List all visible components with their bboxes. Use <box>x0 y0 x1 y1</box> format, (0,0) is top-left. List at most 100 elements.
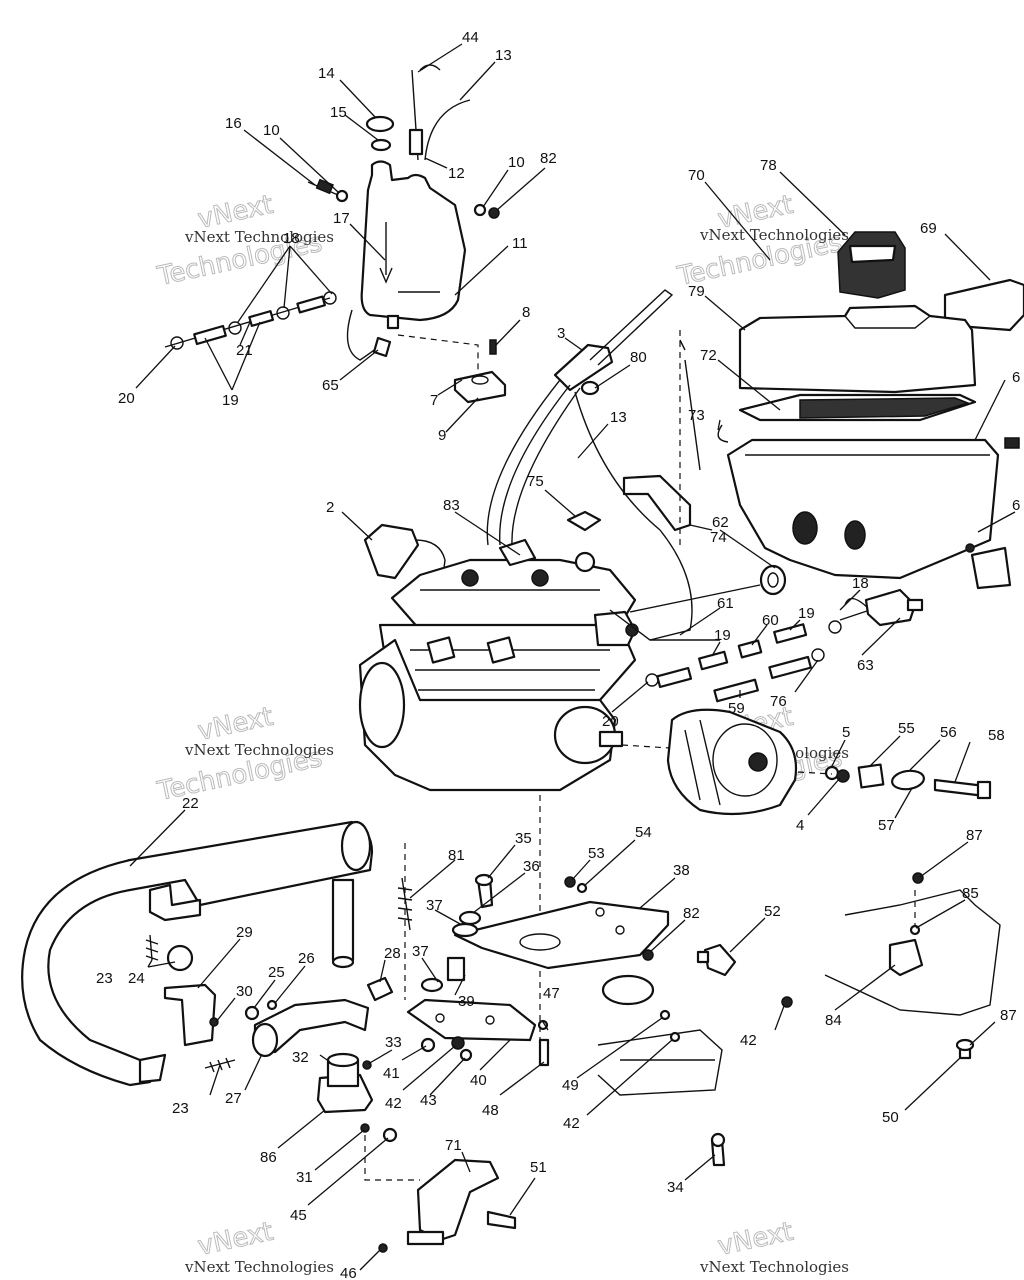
callout-25: 25 <box>268 964 285 981</box>
callout-49: 49 <box>562 1077 579 1094</box>
dipstick-spring <box>408 128 424 156</box>
callout-57: 57 <box>878 817 895 834</box>
spark-plug-cap <box>363 523 420 580</box>
callout-52: 52 <box>764 903 781 920</box>
callout-46: 51 <box>530 1159 547 1176</box>
air-box-assembly <box>622 231 1024 596</box>
callout-76: 76 <box>770 693 787 710</box>
callout-59: 59 <box>728 700 745 717</box>
callout-23b: 23 <box>172 1100 189 1117</box>
callout-72: 72 <box>700 347 717 364</box>
callout-75: 75 <box>527 473 544 490</box>
callout-82b: 82 <box>683 905 700 922</box>
callout-10a: 10 <box>263 122 280 139</box>
callout-44a: 44 <box>462 29 479 46</box>
mount-plate-large <box>453 900 670 970</box>
callout-30: 30 <box>236 983 253 1000</box>
oil-tank-body <box>360 160 467 322</box>
callout-19c: 19 <box>714 627 731 644</box>
callout-73: 73 <box>688 407 705 424</box>
tank-cap <box>365 115 395 133</box>
callout-20a: 20 <box>118 390 135 407</box>
callout-11: 11 <box>512 235 528 252</box>
callout-40: 40 <box>470 1072 487 1089</box>
watermark-mid-left: vNext Technologies vNext Technologies <box>154 701 334 807</box>
fuel-pump <box>864 588 917 627</box>
callout-70: 70 <box>688 167 705 184</box>
callout-24: 24 <box>128 970 145 987</box>
callout-42b: 42 <box>740 1032 757 1049</box>
svg-text:vNext Technologies: vNext Technologies <box>184 1258 334 1276</box>
callout-42a: 42 <box>385 1095 402 1112</box>
watermark-top-right: vNext Technologies vNext Technologies <box>674 189 849 292</box>
callout-33: 33 <box>385 1034 402 1051</box>
callout-26: 26 <box>298 950 315 967</box>
callout-58: 58 <box>988 727 1005 744</box>
air-box-cover <box>738 304 977 394</box>
foam-filter <box>837 231 906 299</box>
callout-4: 4 <box>796 817 804 834</box>
callout-84: 84 <box>825 1012 842 1029</box>
callout-10b: 10 <box>508 154 525 171</box>
callout-86: 50 <box>882 1109 899 1126</box>
callout-34: 45 <box>290 1207 307 1224</box>
callout-19b: 19 <box>798 605 815 622</box>
callout-16: 16 <box>225 115 242 132</box>
svg-text:vNext Technologies: vNext Technologies <box>699 226 849 244</box>
callout-87b: 87 <box>1000 1007 1017 1024</box>
callout-15: 15 <box>330 104 347 121</box>
callout-12: 12 <box>448 165 465 182</box>
callout-81: 81 <box>448 847 465 864</box>
callout-21: 21 <box>236 342 253 359</box>
callout-6a: 6 <box>1012 369 1020 386</box>
callout-9: 9 <box>438 427 446 444</box>
callout-37b: 37 <box>412 943 429 960</box>
callout-labels: 44 13 14 15 16 10 12 10 82 17 11 18 21 2… <box>96 29 1020 1280</box>
callout-41: 41 <box>383 1065 400 1082</box>
callout-71: 31 <box>296 1169 313 1186</box>
callout-50: 42 <box>563 1115 580 1132</box>
callout-2: 2 <box>326 499 334 516</box>
callout-22: 22 <box>182 795 199 812</box>
callout-17: 17 <box>333 210 350 227</box>
callout-27: 27 <box>225 1090 242 1107</box>
callout-14: 14 <box>318 65 335 82</box>
side-bracket-assembly <box>824 872 1001 1060</box>
callout-5: 5 <box>842 724 850 741</box>
callout-87a: 87 <box>966 827 983 844</box>
svg-text:vNext: vNext <box>715 1217 796 1262</box>
callout-61: 61 <box>717 595 734 612</box>
callout-29: 29 <box>236 924 253 941</box>
svg-text:vNext Technologies: vNext Technologies <box>699 1258 849 1276</box>
callout-62: 62 <box>712 514 729 531</box>
callout-18a: 18 <box>283 230 300 247</box>
callout-47: 47 <box>543 985 560 1002</box>
engine-assembly <box>358 523 639 792</box>
callout-51: 34 <box>667 1179 684 1196</box>
callout-8: 8 <box>522 304 530 321</box>
callout-13a: 13 <box>495 47 512 64</box>
callout-53: 53 <box>588 845 605 862</box>
svg-text:vNext: vNext <box>195 1217 276 1262</box>
callout-55: 55 <box>898 720 915 737</box>
exhaust-assembly <box>21 820 420 1181</box>
engine-mount-plates <box>378 795 793 1253</box>
fuel-line-assembly <box>645 588 924 703</box>
callout-45: 71 <box>445 1137 462 1154</box>
crankcase <box>358 638 617 792</box>
callout-74: 74 <box>710 529 727 546</box>
callout-31: 86 <box>260 1149 277 1166</box>
svg-text:vNext Technologies: vNext Technologies <box>184 228 334 246</box>
callout-78: 78 <box>760 157 777 174</box>
cap-gasket <box>370 138 392 152</box>
callout-7: 7 <box>430 392 438 409</box>
callout-19a: 19 <box>222 392 239 409</box>
clutch-assembly <box>621 708 992 816</box>
watermark-bottom-left: vNext vNext Technologies <box>184 1216 334 1276</box>
callout-36: 36 <box>523 858 540 875</box>
muffler <box>21 820 374 1087</box>
callout-23a: 23 <box>96 970 113 987</box>
oil-hose-top <box>424 99 471 161</box>
callout-54: 54 <box>635 824 652 841</box>
